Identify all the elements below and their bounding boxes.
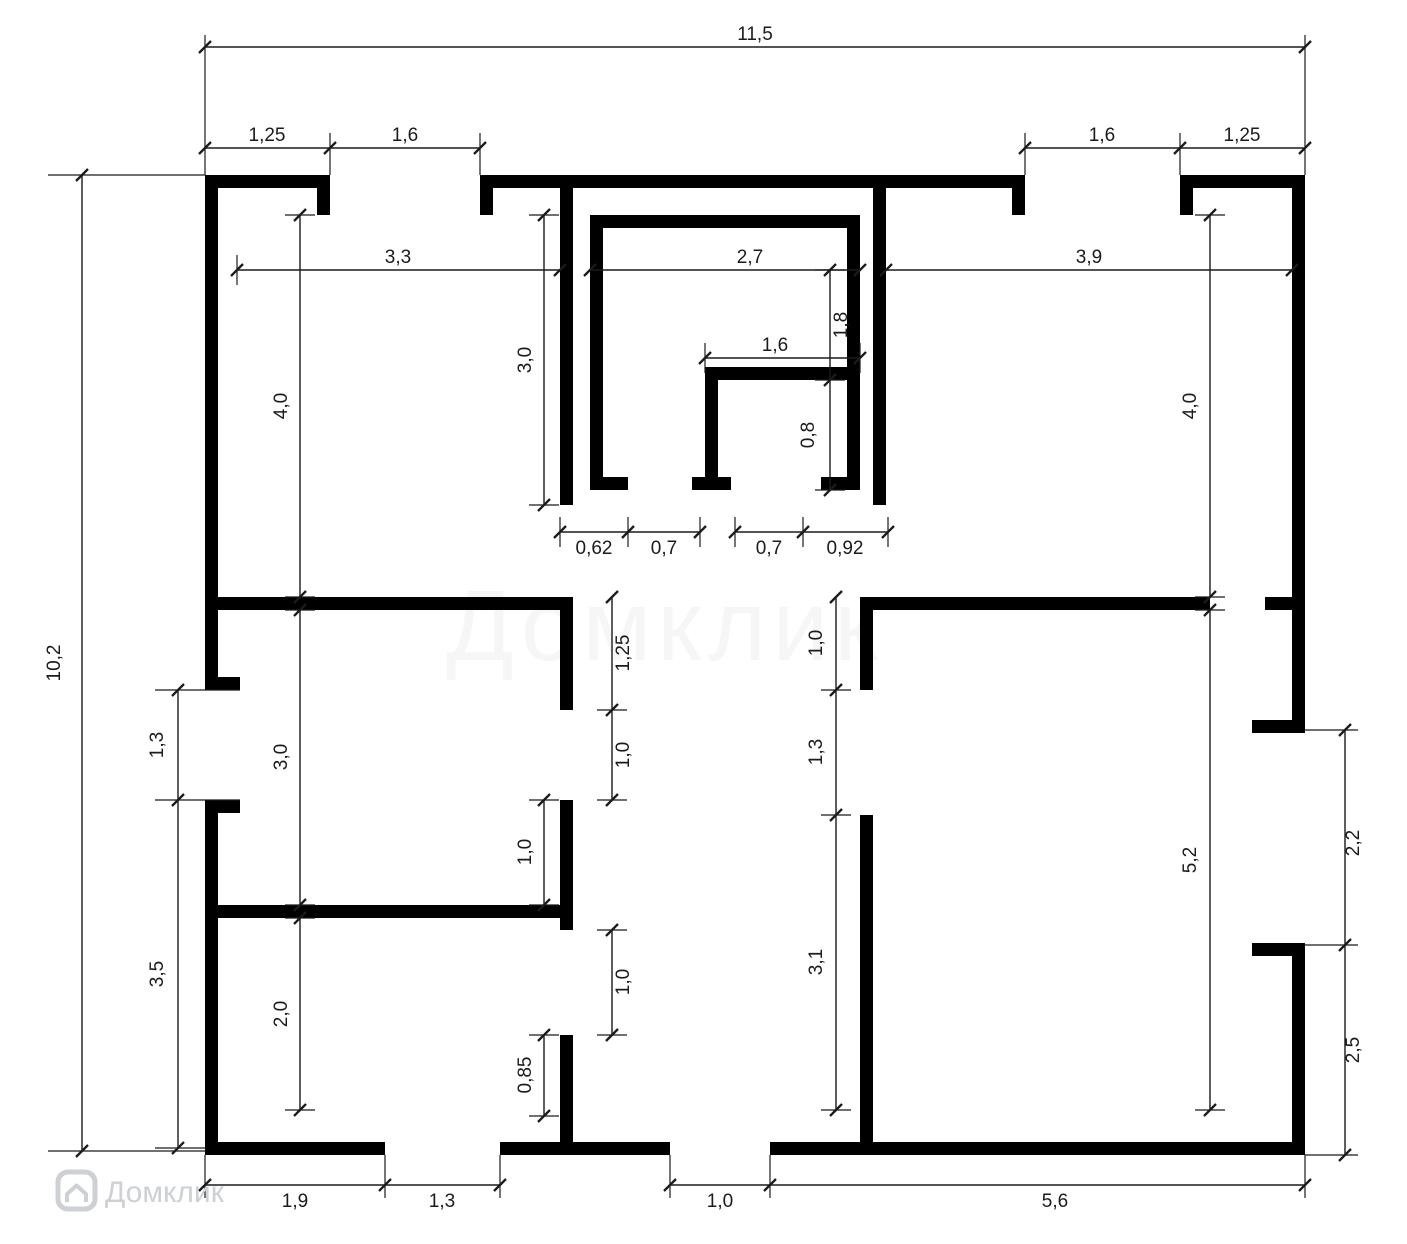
dim-hall-v1: 1,25 — [613, 635, 634, 672]
dim-stair-landing: 1,6 — [762, 335, 788, 356]
dimension-labels-horizontal: 11,5 1,25 1,6 1,6 1,25 3,3 2,7 3,9 1,6 0… — [249, 24, 1261, 1212]
dim-left-opening: 1,3 — [147, 732, 168, 758]
dim-bottom-seg1: 1,9 — [282, 1191, 308, 1212]
dim-bottom-entry: 1,0 — [707, 1191, 733, 1212]
dim-bottom-seg2: 5,6 — [1042, 1191, 1068, 1212]
watermark: Домклик — [55, 1169, 225, 1212]
dim-right-window: 2,2 — [1343, 830, 1364, 856]
dim-stair-b2: 0,7 — [651, 538, 677, 559]
dim-left-lower-wall: 3,5 — [147, 961, 168, 987]
dim-top-wall-left: 1,25 — [249, 125, 286, 146]
dim-stair-b4: 0,92 — [827, 538, 864, 559]
dim-stair-b3: 0,7 — [756, 538, 782, 559]
dim-top-window-left: 1,6 — [392, 125, 418, 146]
dim-overall-height: 10,2 — [44, 645, 65, 682]
dim-stair-lower: 0,8 — [798, 422, 819, 448]
dim-room-ml-height: 3,0 — [271, 744, 292, 770]
dim-right-lower-wall: 2,5 — [1343, 1037, 1364, 1063]
dim-wall-bl-stub: 0,85 — [515, 1057, 536, 1094]
dim-stair-upper: 1,8 — [831, 312, 852, 338]
dim-room-tr-height: 4,0 — [1180, 393, 1201, 419]
dim-stair-b1: 0,62 — [576, 538, 613, 559]
dim-bottom-door: 1,3 — [429, 1191, 455, 1212]
dim-wall-ml-stub: 1,0 — [515, 839, 536, 865]
dim-room-tc-width: 2,7 — [737, 247, 763, 268]
watermark-house-icon — [55, 1169, 98, 1212]
dim-br-stub: 1,0 — [806, 630, 827, 656]
dim-overall-width: 11,5 — [737, 24, 773, 45]
dim-room-tl-width: 3,3 — [385, 247, 411, 268]
dim-top-window-right: 1,6 — [1089, 125, 1115, 146]
dim-br-opening: 1,3 — [806, 739, 827, 765]
dim-hall-door1: 1,0 — [613, 742, 634, 768]
dim-hall-door2: 1,0 — [613, 969, 634, 995]
dim-room-tr-width: 3,9 — [1076, 247, 1102, 268]
dim-room-bl-height: 2,0 — [271, 1001, 292, 1027]
walls-layer — [205, 175, 1305, 1155]
dim-br-wall: 3,1 — [806, 949, 827, 975]
dim-room-br-height: 5,2 — [1180, 847, 1201, 873]
center-watermark-text: Домклик — [446, 570, 884, 682]
dim-room-tl-height: 4,0 — [271, 393, 292, 419]
dim-top-wall-right: 1,25 — [1224, 125, 1261, 146]
dimension-ticks — [75, 40, 1352, 1192]
dim-room-tc-height: 3,0 — [515, 347, 536, 373]
watermark-brand-text: Домклик — [105, 1176, 225, 1209]
dimension-labels-vertical: 10,2 4,0 3,0 2,0 3,0 1,0 0,85 1,25 1,0 1… — [44, 312, 1364, 1094]
